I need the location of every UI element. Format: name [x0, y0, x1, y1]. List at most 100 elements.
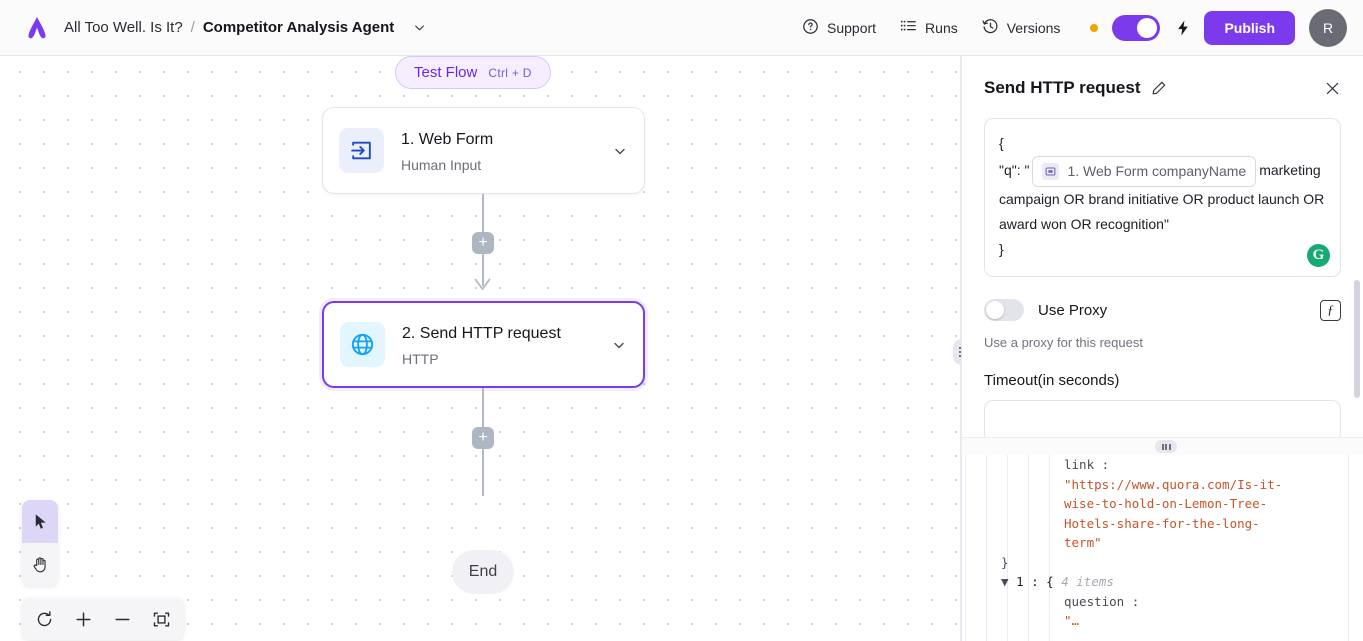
web-form-enter-icon: [339, 128, 384, 173]
output-right-rule: [1348, 455, 1349, 641]
flow-canvas[interactable]: Test Flow Ctrl + D 1. Web Form Human Inp…: [0, 56, 961, 641]
pointer-tool[interactable]: [22, 500, 58, 543]
breadcrumb: All Too Well. Is It? / Competitor Analys…: [64, 19, 427, 36]
pencil-icon[interactable]: [1151, 80, 1167, 96]
globe-icon: [340, 322, 385, 367]
support-button[interactable]: Support: [790, 10, 888, 46]
grammarly-badge-icon[interactable]: G: [1307, 244, 1330, 267]
minus-icon[interactable]: [106, 603, 139, 636]
close-icon[interactable]: [1324, 80, 1341, 97]
variable-token-chip[interactable]: 1. Web Form companyName: [1032, 156, 1257, 187]
variable-token-label: 1. Web Form companyName: [1067, 163, 1247, 179]
node-subtitle: Human Input: [401, 156, 482, 173]
node-title: 2. Send HTTP request: [402, 324, 561, 342]
json-line: "…: [980, 611, 1363, 631]
test-flow-shortcut: Ctrl + D: [488, 65, 532, 80]
json-token: term": [1064, 535, 1102, 550]
history-clock-icon: [982, 18, 999, 38]
json-token: Hotels-share-for-the-long-: [1064, 515, 1260, 531]
grip-bar: [1161, 443, 1164, 450]
publish-state-toggle[interactable]: [1112, 14, 1161, 41]
page-title: Competitor Analysis Agent: [202, 19, 395, 36]
support-label: Support: [827, 19, 877, 36]
fit-screen-icon[interactable]: [145, 603, 178, 636]
chevron-down-icon[interactable]: [612, 143, 628, 159]
versions-button[interactable]: Versions: [970, 10, 1073, 46]
grip-bar: [1165, 443, 1167, 450]
top-bar: All Too Well. Is It? / Competitor Analys…: [0, 0, 1363, 56]
json-line: ▼ 1 : { 4 items: [980, 572, 1363, 592]
question-circle-icon: [802, 18, 819, 38]
json-line: question :: [980, 592, 1363, 612]
node-text: 1. Web Form Human Input: [401, 129, 612, 173]
use-proxy-toggle[interactable]: [984, 299, 1024, 321]
canvas-tool-rail: [22, 500, 58, 586]
body-line-close: }: [999, 241, 1004, 257]
use-proxy-row: Use Proxy ƒ: [984, 299, 1341, 321]
fx-expression-button[interactable]: ƒ: [1320, 299, 1341, 321]
lightning-bolt-icon[interactable]: [1174, 19, 1192, 37]
panel-scrollbar[interactable]: [1354, 280, 1360, 398]
json-line: term": [980, 533, 1363, 553]
body-line-open: {: [999, 135, 1004, 151]
timeout-label: Timeout(in seconds): [984, 372, 1120, 389]
grip-bar: [1168, 443, 1171, 450]
node-title: 1. Web Form: [401, 130, 494, 148]
edge-arrowhead-icon: [474, 278, 491, 297]
test-flow-button[interactable]: Test Flow Ctrl + D: [395, 56, 551, 89]
panel-title: Send HTTP request: [984, 78, 1141, 97]
run-output-json-viewer[interactable]: link : "https://www.quora.com/Is-it-wise-…: [962, 455, 1363, 641]
json-token: link :: [1064, 457, 1110, 472]
use-proxy-label: Use Proxy: [1038, 301, 1108, 319]
json-token: "…: [1064, 613, 1080, 628]
versions-label: Versions: [1006, 19, 1061, 36]
json-token: 1 : {: [1016, 574, 1062, 589]
toggle-knob: [1137, 17, 1158, 38]
chevron-down-icon[interactable]: [611, 337, 627, 353]
refresh-icon[interactable]: [28, 603, 61, 636]
flow-node-send-http-request[interactable]: 2. Send HTTP request HTTP: [322, 301, 645, 388]
app-logo-icon[interactable]: [20, 11, 54, 45]
json-line: wise-to-hold-on-Lemon-Tree-: [980, 494, 1363, 514]
plus-icon[interactable]: [67, 603, 100, 636]
use-proxy-hint: Use a proxy for this request: [984, 335, 1143, 350]
timeout-input[interactable]: [984, 400, 1341, 442]
runs-button[interactable]: Runs: [888, 10, 970, 46]
add-step-button[interactable]: +: [472, 427, 494, 449]
node-text: 2. Send HTTP request HTTP: [402, 323, 611, 367]
test-flow-label: Test Flow: [414, 64, 478, 81]
json-line: link :: [980, 455, 1363, 475]
body-key-prefix: "q": ": [999, 162, 1030, 179]
avatar[interactable]: R: [1309, 8, 1347, 47]
runs-label: Runs: [925, 19, 958, 36]
zoom-controls: [22, 598, 184, 640]
publish-button[interactable]: Publish: [1204, 10, 1295, 45]
node-subtitle: HTTP: [402, 350, 439, 367]
json-line: }: [980, 553, 1363, 573]
json-token: question :: [1064, 593, 1140, 609]
json-token: wise-to-hold-on-Lemon-Tree-: [1064, 496, 1268, 511]
json-line: "https://www.quora.com/Is-it-: [980, 475, 1363, 495]
json-line-list: link : "https://www.quora.com/Is-it-wise-…: [980, 455, 1363, 631]
toggle-knob: [986, 301, 1004, 319]
flow-node-end[interactable]: End: [452, 550, 514, 594]
list-icon: [900, 18, 917, 38]
json-token: "https://www.quora.com/Is-it-: [1064, 476, 1283, 492]
indent-guides: [962, 455, 1082, 641]
flow-node-web-form[interactable]: 1. Web Form Human Input: [322, 107, 645, 194]
json-token: ▼: [1001, 574, 1017, 589]
variable-icon: [1042, 163, 1060, 180]
chevron-down-icon[interactable]: [412, 20, 427, 35]
status-badge: [1090, 23, 1099, 32]
hand-tool[interactable]: [22, 543, 58, 586]
body-text-after-chip: marketing campaign OR brand initiative O…: [999, 162, 1325, 232]
add-step-button[interactable]: +: [472, 232, 494, 254]
breadcrumb-separator: /: [190, 19, 195, 36]
json-line: Hotels-share-for-the-long-: [980, 514, 1363, 534]
output-resize-handle[interactable]: [1155, 440, 1177, 453]
breadcrumb-parent[interactable]: All Too Well. Is It?: [64, 19, 183, 36]
panel-header: Send HTTP request: [962, 56, 1363, 98]
